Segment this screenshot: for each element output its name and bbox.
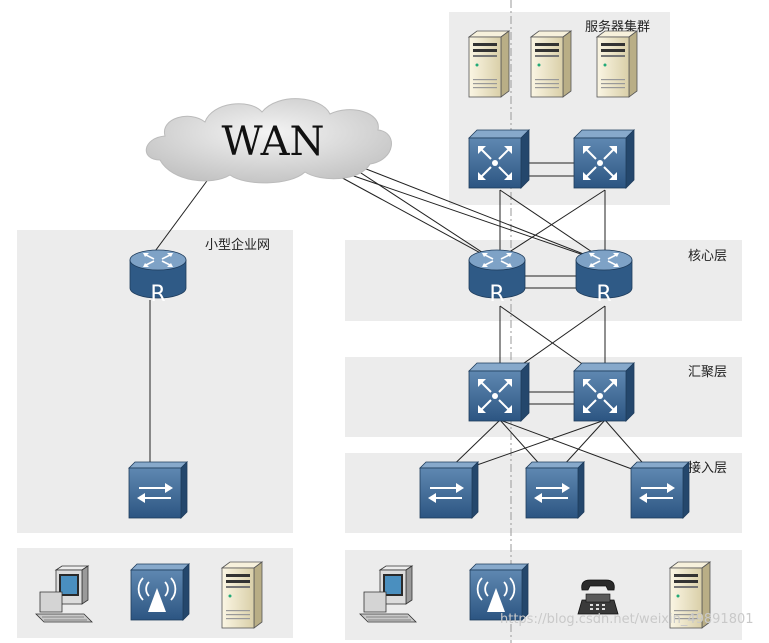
server-icon xyxy=(596,30,638,98)
watermark: https://blog.csdn.net/weixin_49891801 xyxy=(500,612,754,627)
access-layer-label: 接入层 xyxy=(688,461,728,476)
l2-switch-icon xyxy=(128,461,188,519)
pc-icon xyxy=(35,565,93,623)
router-letter: R xyxy=(489,282,504,307)
core-layer-zone xyxy=(345,240,742,321)
server-icon xyxy=(530,30,572,98)
small-enterprise-label: 小型企业网 xyxy=(205,238,271,253)
core-layer-label: 核心层 xyxy=(688,249,728,264)
network-links xyxy=(149,157,657,479)
l2-switch-icon xyxy=(525,461,585,519)
l3-switch-icon xyxy=(573,362,635,422)
wan-label: WAN xyxy=(221,119,324,165)
pc-icon xyxy=(359,565,417,623)
l3-switch-icon xyxy=(468,362,530,422)
l2-switch-icon xyxy=(630,461,690,519)
l3-switch-icon xyxy=(573,129,635,189)
router-letter: R xyxy=(596,282,611,307)
router-icon: R xyxy=(468,249,526,307)
l3-switch-icon xyxy=(468,129,530,189)
telephone-icon xyxy=(577,579,619,615)
wireless-ap-icon xyxy=(130,563,190,621)
aggregation-layer-label: 汇聚层 xyxy=(688,365,728,380)
router-icon: R xyxy=(129,249,187,307)
l2-switch-icon xyxy=(419,461,479,519)
wan-cloud-icon: WAN xyxy=(145,98,392,184)
aggregation-layer-zone xyxy=(345,357,742,437)
router-icon: R xyxy=(575,249,633,307)
router-letter: R xyxy=(150,282,165,307)
server-icon xyxy=(221,561,263,629)
server-icon xyxy=(468,30,510,98)
